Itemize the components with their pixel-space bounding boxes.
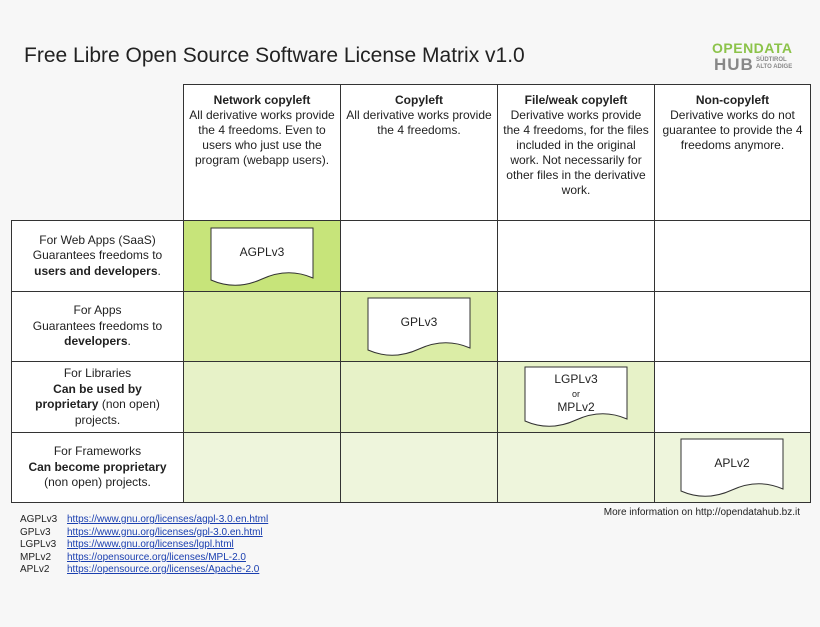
logo-line1: OPENDATA [712, 40, 793, 56]
cell-apps-weak [497, 291, 655, 362]
column-description: Derivative works provide the 4 freedoms,… [503, 108, 649, 197]
page-title: Free Libre Open Source Software License … [24, 44, 525, 67]
column-header-non-copyleft: Non-copyleft Derivative works do not gua… [654, 84, 811, 221]
cell-libraries-copyleft [340, 361, 498, 433]
reference-link[interactable]: https://www.gnu.org/licenses/lgpl.html [67, 539, 234, 550]
cell-apps-network [183, 291, 341, 362]
reference-link[interactable]: https://opensource.org/licenses/Apache-2… [67, 564, 260, 575]
license-label-agpl: AGPLv3 [239, 245, 285, 259]
reference-link[interactable]: https://www.gnu.org/licenses/gpl-3.0.en.… [67, 526, 263, 538]
column-title: Non-copyleft [695, 93, 770, 107]
license-label-gpl: GPLv3 [400, 315, 438, 329]
more-info-text: More information on http://opendatahub.b… [603, 507, 800, 518]
column-description: Derivative works do not guarantee to pro… [662, 108, 803, 152]
license-doc-lgpl-mpl: LGPLv3 or MPLv2 [524, 366, 628, 428]
column-header-network-copyleft: Network copyleft All derivative works pr… [183, 84, 341, 221]
reference-link[interactable]: https://www.gnu.org/licenses/agpl-3.0.en… [67, 514, 269, 525]
license-label-lgpl: LGPLv3 [554, 372, 598, 386]
cell-webapps-copyleft [340, 220, 498, 292]
license-label-apl: APLv2 [714, 456, 750, 470]
logo-line2: HUB [714, 55, 754, 74]
cell-frameworks-weak [497, 432, 655, 503]
cell-webapps-weak [497, 220, 655, 292]
column-description: All derivative works provide the 4 freed… [189, 108, 335, 167]
cell-libraries-noncopyleft [654, 361, 811, 433]
license-doc-apl: APLv2 [680, 438, 784, 498]
license-label-mpl: MPLv2 [557, 400, 595, 414]
column-title: File/weak copyleft [524, 93, 628, 107]
column-header-weak-copyleft: File/weak copyleft Derivative works prov… [497, 84, 655, 221]
cell-frameworks-copyleft [340, 432, 498, 503]
reference-link[interactable]: https://opensource.org/licenses/MPL-2.0 [67, 551, 246, 563]
license-label-or: or [571, 389, 580, 399]
column-title: Network copyleft [213, 93, 311, 107]
column-title: Copyleft [395, 93, 443, 107]
license-doc-agpl: AGPLv3 [210, 227, 314, 287]
cell-frameworks-network [183, 432, 341, 503]
row-header-web-apps: For Web Apps (SaaS)Guarantees freedoms t… [11, 220, 184, 292]
column-header-copyleft: Copyleft All derivative works provide th… [340, 84, 498, 221]
cell-apps-noncopyleft [654, 291, 811, 362]
cell-libraries-network [183, 361, 341, 433]
license-doc-gpl: GPLv3 [367, 297, 471, 357]
cell-webapps-noncopyleft [654, 220, 811, 292]
column-description: All derivative works provide the 4 freed… [346, 108, 492, 137]
